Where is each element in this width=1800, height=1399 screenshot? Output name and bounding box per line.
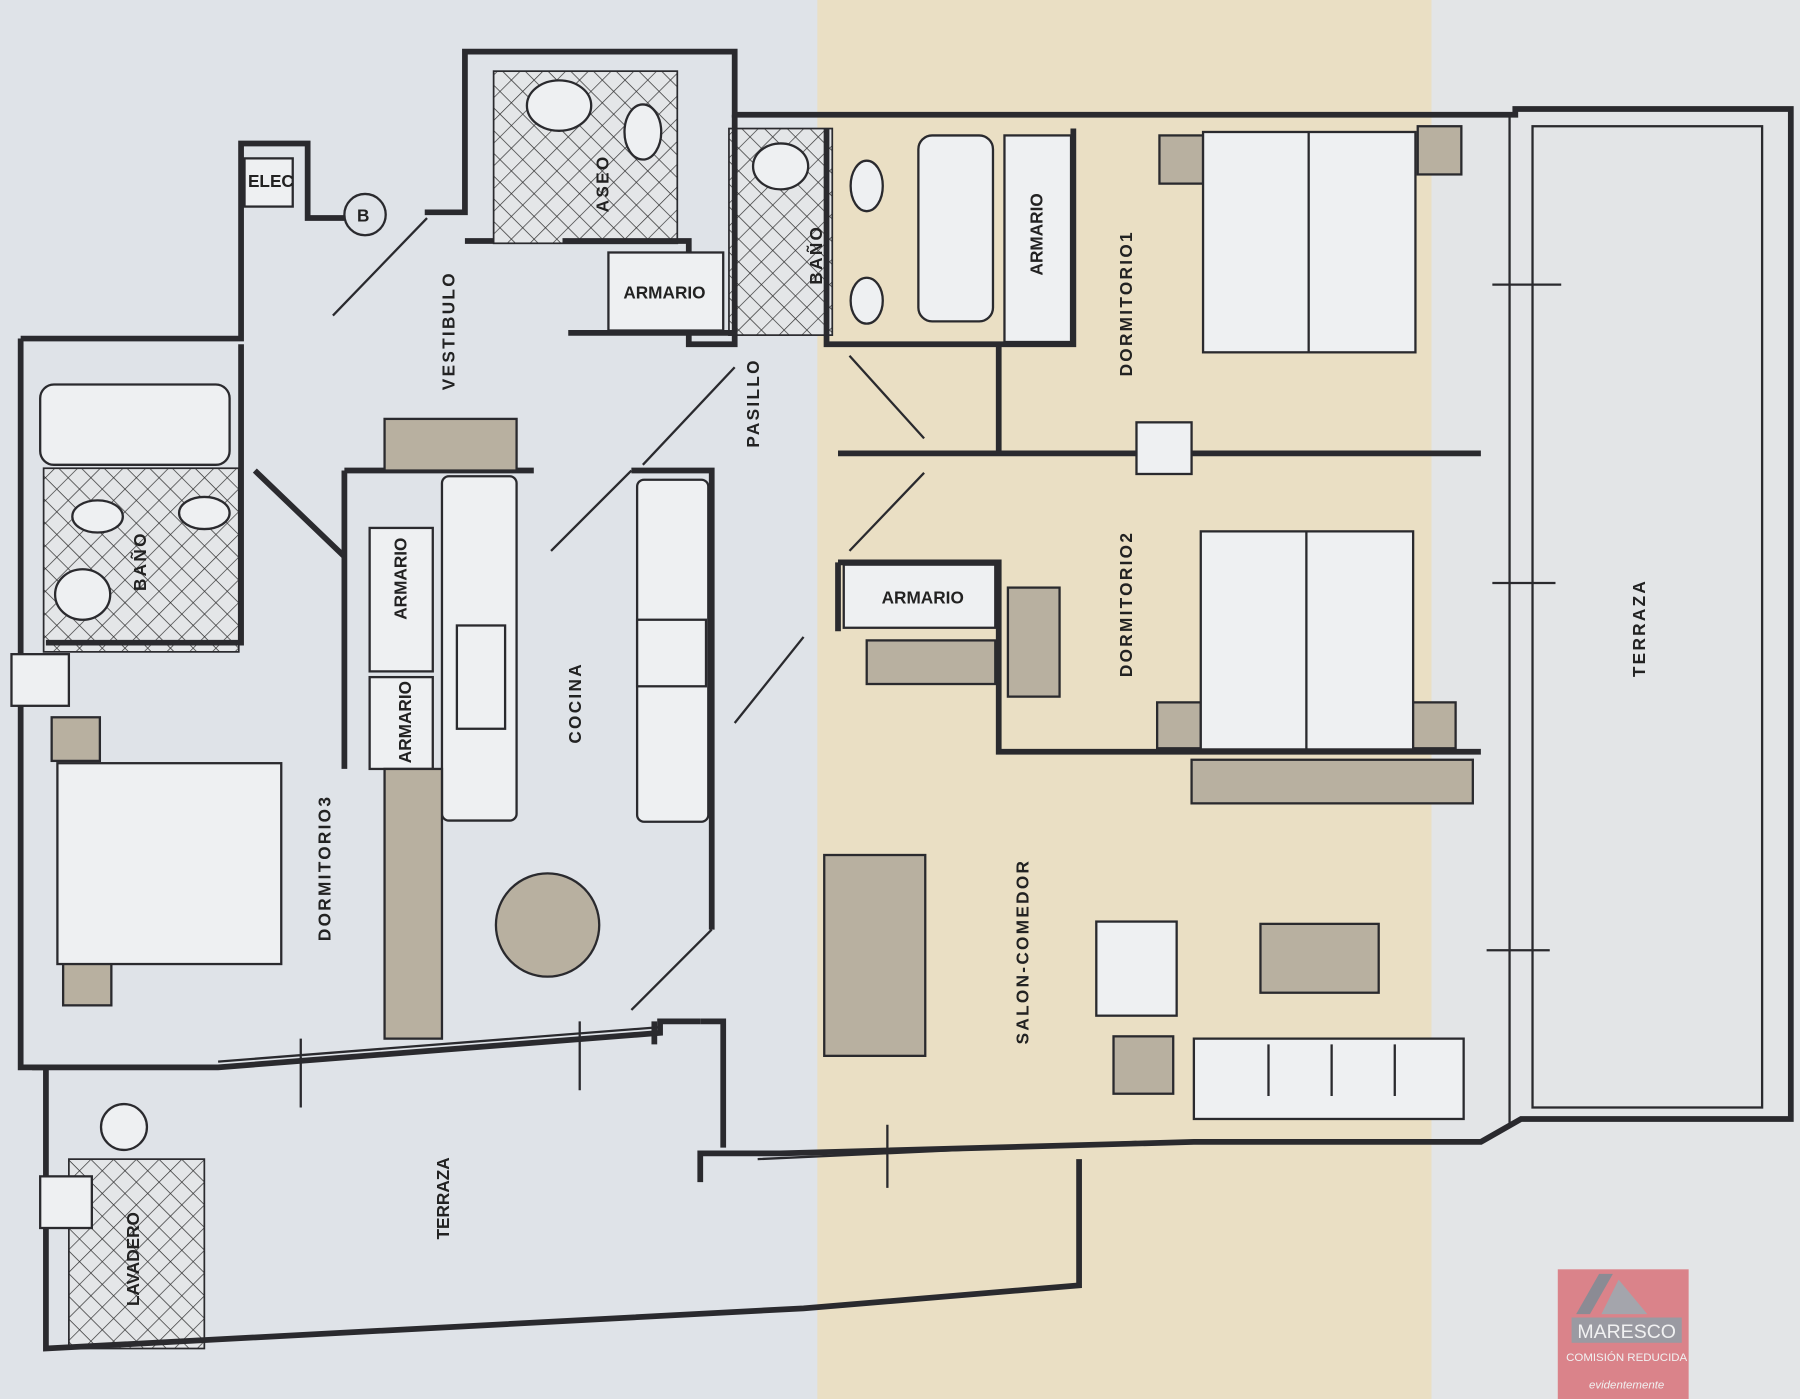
- desk-d2: [1006, 586, 1061, 698]
- rug-salon: [1259, 922, 1380, 994]
- label-lavadero: LAVADERO: [123, 1212, 143, 1306]
- nightstand-d1b: [1416, 125, 1463, 176]
- label-bano2: BAÑO: [130, 531, 150, 591]
- label-dormitorio2: DORMITORIO2: [1116, 531, 1136, 677]
- nightstand-d2b: [1410, 701, 1457, 750]
- cooktop: [635, 618, 708, 688]
- sink-aseo: [525, 79, 593, 132]
- sink-bano2: [53, 568, 112, 621]
- column-3: [39, 1175, 93, 1230]
- label-dormitorio3: DORMITORIO3: [315, 795, 335, 941]
- inner-wall-aseo: [464, 114, 738, 348]
- armario-aseo-box: [607, 251, 725, 332]
- door-entry: [332, 217, 428, 317]
- label-dormitorio1: DORMITORIO1: [1116, 230, 1136, 376]
- lavadero-tile: [68, 1158, 206, 1350]
- bathtub-1: [917, 134, 995, 323]
- dining-table: [823, 853, 927, 1057]
- nightstand-d2a: [1155, 701, 1202, 750]
- armario-d1-box: [1003, 134, 1073, 344]
- label-terraza-right: TERRAZA: [1629, 579, 1649, 677]
- window-lines-bottom: [218, 1021, 1137, 1188]
- door-pasillo: [550, 355, 925, 1011]
- svg-text:evidentemente: evidentemente: [1589, 1380, 1664, 1392]
- column-2: [10, 653, 71, 707]
- maresco-logo: MARESCO COMISIÓN REDUCIDA evidentemente: [1557, 1269, 1689, 1399]
- armario-k1-box: [368, 526, 434, 673]
- tv-unit: [1190, 758, 1474, 805]
- nightstand-d1a: [1158, 134, 1205, 185]
- svg-text:COMISIÓN REDUCIDA: COMISIÓN REDUCIDA: [1566, 1351, 1687, 1364]
- bidet-bano1: [849, 276, 884, 325]
- b-marker-circle: [343, 192, 387, 237]
- toilet-bano2: [71, 499, 124, 534]
- washing-machine: [99, 1102, 149, 1152]
- inner-wall-vestibulo: [45, 344, 534, 769]
- label-armario-k2: ARMARIO: [395, 681, 415, 763]
- elec-box: [243, 157, 294, 208]
- armario-d2-box: [842, 563, 997, 629]
- label-elec: ELEC: [248, 171, 294, 191]
- toilet-bano1: [849, 159, 884, 213]
- label-aseo: ASEO: [592, 154, 612, 212]
- sofa: [1192, 1037, 1465, 1121]
- label-b-marker: B: [357, 206, 369, 226]
- inner-wall-d3: [32, 1018, 701, 1071]
- wardrobe-wood-vestibulo: [383, 417, 518, 472]
- sofa-cushions: [1267, 1044, 1396, 1097]
- side-table-salon: [1112, 1035, 1175, 1095]
- label-armario-aseo: ARMARIO: [623, 282, 705, 302]
- kitchen-sink: [455, 624, 507, 730]
- outer-walls: [17, 48, 1794, 1352]
- bathtub-2: [39, 383, 231, 466]
- label-armario-k1: ARMARIO: [390, 538, 410, 620]
- bench-wood-d3: [383, 767, 444, 1040]
- kitchen-table: [494, 872, 601, 978]
- label-terraza-bottom: TERRAZA: [433, 1157, 453, 1239]
- armario-k2-box: [368, 675, 434, 771]
- label-salon-comedor: SALON-COMEDOR: [1013, 859, 1033, 1045]
- armchair: [1095, 920, 1178, 1017]
- bidet-bano2: [177, 495, 231, 531]
- toilet-aseo: [623, 103, 663, 161]
- window-lines-right: [1486, 114, 1562, 1125]
- shelf-d2: [865, 639, 997, 686]
- inner-wall-d2: [835, 559, 1481, 755]
- terraza-right-outline: [1531, 125, 1764, 1109]
- label-armario-d1: ARMARIO: [1026, 193, 1046, 275]
- label-cocina: COCINA: [565, 662, 585, 744]
- bed-dormitorio3: [56, 762, 283, 966]
- paper-right: [1431, 0, 1800, 1399]
- column-1: [1135, 421, 1193, 476]
- label-armario-d2: ARMARIO: [882, 588, 964, 608]
- label-bano1: BAÑO: [806, 225, 826, 285]
- label-vestibulo: VESTIBULO: [439, 271, 459, 390]
- nightstand-d3a: [50, 716, 102, 763]
- svg-text:MARESCO: MARESCO: [1577, 1321, 1676, 1343]
- nightstand-d3b: [61, 960, 113, 1007]
- label-pasillo: PASILLO: [743, 358, 763, 447]
- sink-bano1: [751, 142, 810, 191]
